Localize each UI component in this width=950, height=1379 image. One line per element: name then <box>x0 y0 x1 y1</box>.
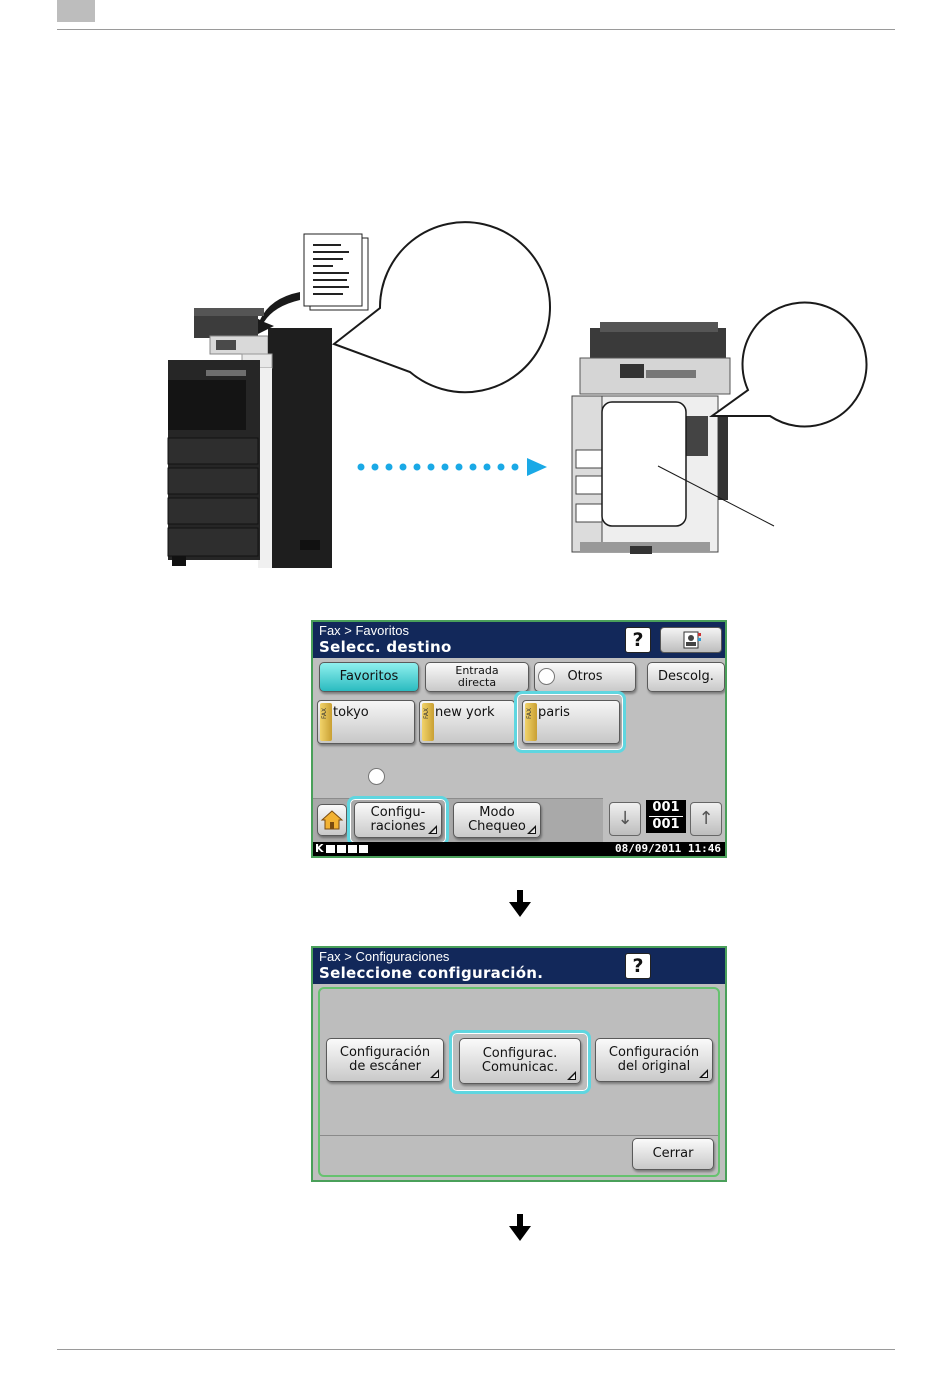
highlight-paris <box>514 691 626 753</box>
submenu-corner-icon <box>699 1069 708 1078</box>
page-number-tab <box>57 0 95 22</box>
destination-label: tokyo <box>333 705 369 720</box>
tab-entrada-directa[interactable]: Entrada directa <box>425 662 529 692</box>
footer-rule <box>57 1349 895 1350</box>
option-line1: Configuración <box>339 1045 431 1060</box>
toner-level-icon <box>326 845 335 853</box>
tab-otros-label: Otros <box>567 669 603 684</box>
screen-title: Selecc. destino <box>319 638 452 656</box>
screen-header: Fax > Favoritos Selecc. destino ? <box>313 622 725 658</box>
submenu-corner-icon <box>527 825 536 834</box>
destination-label: new york <box>435 705 495 720</box>
status-datetime: 08/09/2011 11:46 <box>615 842 721 855</box>
fax-tag-text: FAX <box>321 707 328 719</box>
cerrar-label: Cerrar <box>652 1146 694 1161</box>
descolgar-button[interactable]: Descolg. <box>647 662 725 692</box>
option-line1: Configuración <box>608 1045 700 1060</box>
breadcrumb: Fax > Favoritos <box>319 623 409 638</box>
destination-label: paris <box>538 705 570 720</box>
tab-entrada-line2: directa <box>457 676 497 689</box>
flow-arrow-down-icon <box>509 1214 531 1241</box>
counter-current: 001 <box>652 800 680 815</box>
counter-divider <box>649 816 683 817</box>
status-bar: K 08/09/2011 11:46 <box>313 842 725 856</box>
fax-tag-text: FAX <box>526 707 533 719</box>
page-counter: 001 001 <box>646 800 686 833</box>
counter-total: 001 <box>652 817 680 832</box>
configuraciones-button[interactable]: Configu- raciones <box>354 802 442 838</box>
option-line1: Configurac. <box>482 1046 558 1061</box>
tab-entrada-line1: Entrada <box>455 664 499 677</box>
option-line2: de escáner <box>349 1059 421 1074</box>
tab-favoritos[interactable]: Favoritos <box>319 662 419 692</box>
breadcrumb: Fax > Configuraciones <box>319 949 450 964</box>
submenu-corner-icon <box>567 1071 576 1080</box>
receiving-multifunction-printer <box>571 322 775 554</box>
transmission-dotted-arrow <box>357 458 547 476</box>
modo-chequeo-line2: Chequeo <box>468 819 526 834</box>
scroll-up-button[interactable]: ↑ <box>690 802 722 836</box>
fax-tag: FAX <box>320 703 332 741</box>
fax-transmission-illustration <box>167 221 868 568</box>
step-marker-configuraciones <box>368 768 385 785</box>
destination-button-new-york[interactable]: FAX new york <box>419 700 515 744</box>
header-rule <box>57 29 895 30</box>
flow-arrow-down-icon <box>509 890 531 917</box>
destination-button-paris[interactable]: FAX paris <box>522 700 620 744</box>
touch-panel-screen-favorites: Fax > Favoritos Selecc. destino ? Favori… <box>311 620 727 858</box>
arrow-up-icon: ↑ <box>698 808 714 829</box>
configurac-comunicac-button[interactable]: Configurac. Comunicac. <box>459 1038 581 1084</box>
configuraciones-line1: Configu- <box>370 805 426 820</box>
option-line2: Comunicac. <box>481 1060 559 1075</box>
address-book-icon <box>683 631 701 649</box>
speech-bubble-right <box>708 301 868 428</box>
toner-level-icon <box>348 845 357 853</box>
highlight-configurac-comunicac <box>449 1030 591 1094</box>
loading-arrow <box>250 292 300 336</box>
option-line2: del original <box>617 1059 691 1074</box>
step-marker-otros <box>538 668 555 685</box>
help-button[interactable]: ? <box>625 953 651 979</box>
modo-chequeo-button[interactable]: Modo Chequeo <box>453 802 541 838</box>
cerrar-button[interactable]: Cerrar <box>632 1138 714 1170</box>
modo-chequeo-line1: Modo <box>479 805 515 820</box>
configuracion-original-button[interactable]: Configuración del original <box>595 1038 713 1082</box>
touch-panel-screen-configuraciones: Fax > Configuraciones Seleccione configu… <box>311 946 727 1182</box>
screen-title: Seleccione configuración. <box>319 964 544 982</box>
sending-multifunction-printer <box>167 308 332 568</box>
toner-label: K <box>315 842 324 855</box>
submenu-corner-icon <box>430 1069 439 1078</box>
home-icon <box>320 810 344 830</box>
received-document <box>601 401 687 527</box>
destination-button-tokyo[interactable]: FAX tokyo <box>317 700 415 744</box>
submenu-corner-icon <box>428 825 437 834</box>
fax-tag: FAX <box>525 703 537 741</box>
arrow-down-icon: ↓ <box>617 808 633 829</box>
screen-header: Fax > Configuraciones Seleccione configu… <box>313 948 725 984</box>
configuracion-escaner-button[interactable]: Configuración de escáner <box>326 1038 444 1082</box>
descolgar-label: Descolg. <box>658 669 714 684</box>
toner-level-icon <box>337 845 346 853</box>
original-document-icon <box>303 233 369 311</box>
tab-favoritos-label: Favoritos <box>339 669 399 684</box>
speech-bubble-left <box>331 221 551 394</box>
home-button[interactable] <box>317 804 347 836</box>
help-button[interactable]: ? <box>625 627 651 653</box>
address-book-button[interactable] <box>660 627 722 653</box>
fax-tag: FAX <box>422 703 434 741</box>
panel-divider <box>320 1135 718 1136</box>
fax-tag-text: FAX <box>423 707 430 719</box>
toner-level-icon <box>359 845 368 853</box>
configuraciones-line2: raciones <box>370 819 426 834</box>
scroll-down-button[interactable]: ↓ <box>609 802 641 836</box>
